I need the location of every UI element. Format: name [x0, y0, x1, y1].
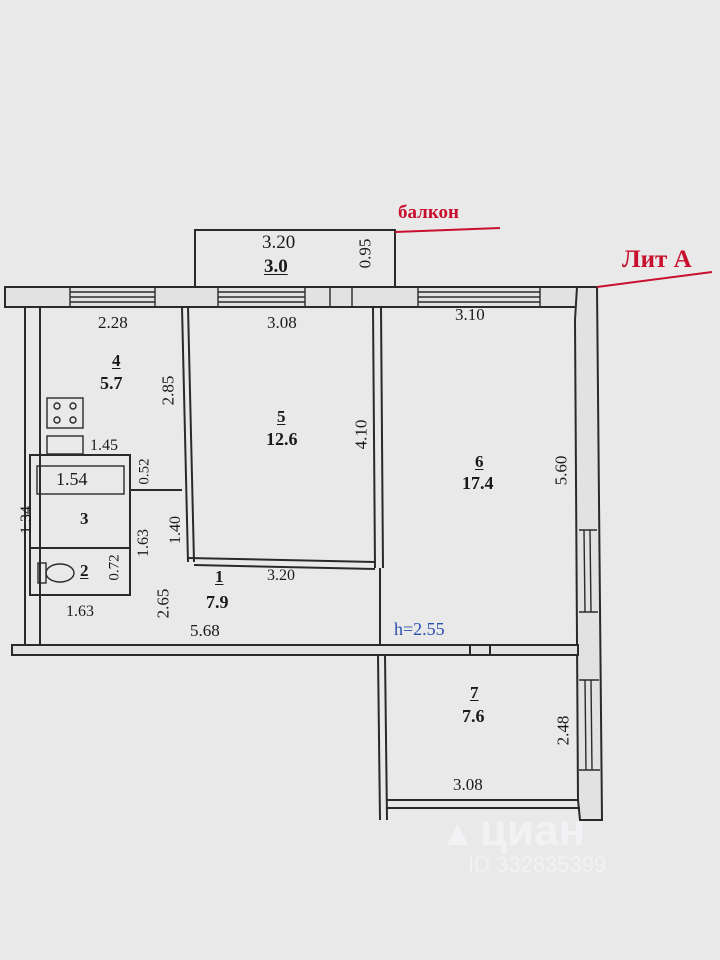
toilet	[37, 562, 75, 584]
room6-depth: 5.60	[551, 455, 571, 486]
room5-depth: 4.10	[351, 419, 371, 450]
wall-room7-left	[377, 654, 381, 821]
hall-width: 3.20	[267, 567, 295, 584]
room-5-area: 12.6	[266, 429, 298, 449]
corridor-wall	[11, 644, 579, 656]
room-2-number: 2	[80, 561, 89, 580]
corridor-a: 1.63	[135, 529, 152, 557]
top-windows	[69, 287, 541, 307]
balcony-width: 3.20	[262, 232, 296, 253]
hall-length: 5.68	[190, 621, 220, 640]
watermark-id: ID 332835399	[468, 852, 607, 877]
room7-depth: 2.48	[553, 715, 573, 746]
sink	[46, 435, 84, 455]
wall-room7-left-b	[384, 654, 388, 821]
room5-width: 3.08	[267, 313, 297, 332]
room-6-area: 17.4	[462, 473, 494, 493]
watermark-brand: циан	[480, 806, 586, 855]
kitchen-depth: 2.85	[158, 375, 178, 406]
room-4-area: 5.7	[100, 373, 123, 393]
bathtub	[36, 465, 125, 495]
stove	[46, 397, 84, 429]
right-windows	[579, 529, 600, 771]
room-1-area: 7.9	[206, 592, 229, 612]
balcony-area: 3.0	[264, 256, 288, 277]
wall-kitchen-room5	[181, 306, 189, 563]
corridor-b: 1.40	[167, 516, 184, 544]
wall-room5-room6	[372, 306, 376, 569]
room-5-number: 5	[277, 407, 286, 426]
letter-annotation: Лит А	[622, 246, 692, 273]
wc-width: 1.63	[66, 603, 94, 620]
watermark-logo-icon: ▲	[440, 812, 476, 853]
wc-depth: 0.72	[106, 554, 123, 581]
room-7-number: 7	[470, 683, 479, 702]
room6-width: 3.10	[455, 305, 485, 324]
wall-room5-room6-b	[380, 306, 384, 569]
balcony-pointer	[394, 227, 501, 233]
wall-room5-bottom	[187, 557, 376, 563]
kitchen-counter: 1.45	[90, 437, 118, 454]
bath-width: 1.54	[56, 469, 88, 489]
kitchen-width: 2.28	[98, 313, 128, 332]
partition-width: 0.52	[136, 458, 153, 485]
room7-width: 3.08	[453, 775, 483, 794]
wall-room5-bottom-b	[193, 564, 376, 570]
room-6-number: 6	[475, 452, 484, 471]
bath-block	[29, 454, 131, 596]
room-4-number: 4	[112, 351, 121, 370]
bath-depth: 1.34	[18, 506, 35, 534]
balcony-depth: 0.95	[355, 238, 375, 269]
ceiling-height: h=2.55	[394, 619, 445, 639]
balcony-annotation: балкон	[398, 202, 459, 223]
right-wall	[573, 286, 604, 821]
room-3-number: 3	[80, 509, 89, 528]
wall-kitchen-room5-b	[187, 306, 195, 563]
room-7-area: 7.6	[462, 706, 485, 726]
hall-depth: 2.65	[153, 588, 173, 619]
letter-pointer	[596, 271, 713, 288]
room-1-number: 1	[215, 567, 224, 586]
